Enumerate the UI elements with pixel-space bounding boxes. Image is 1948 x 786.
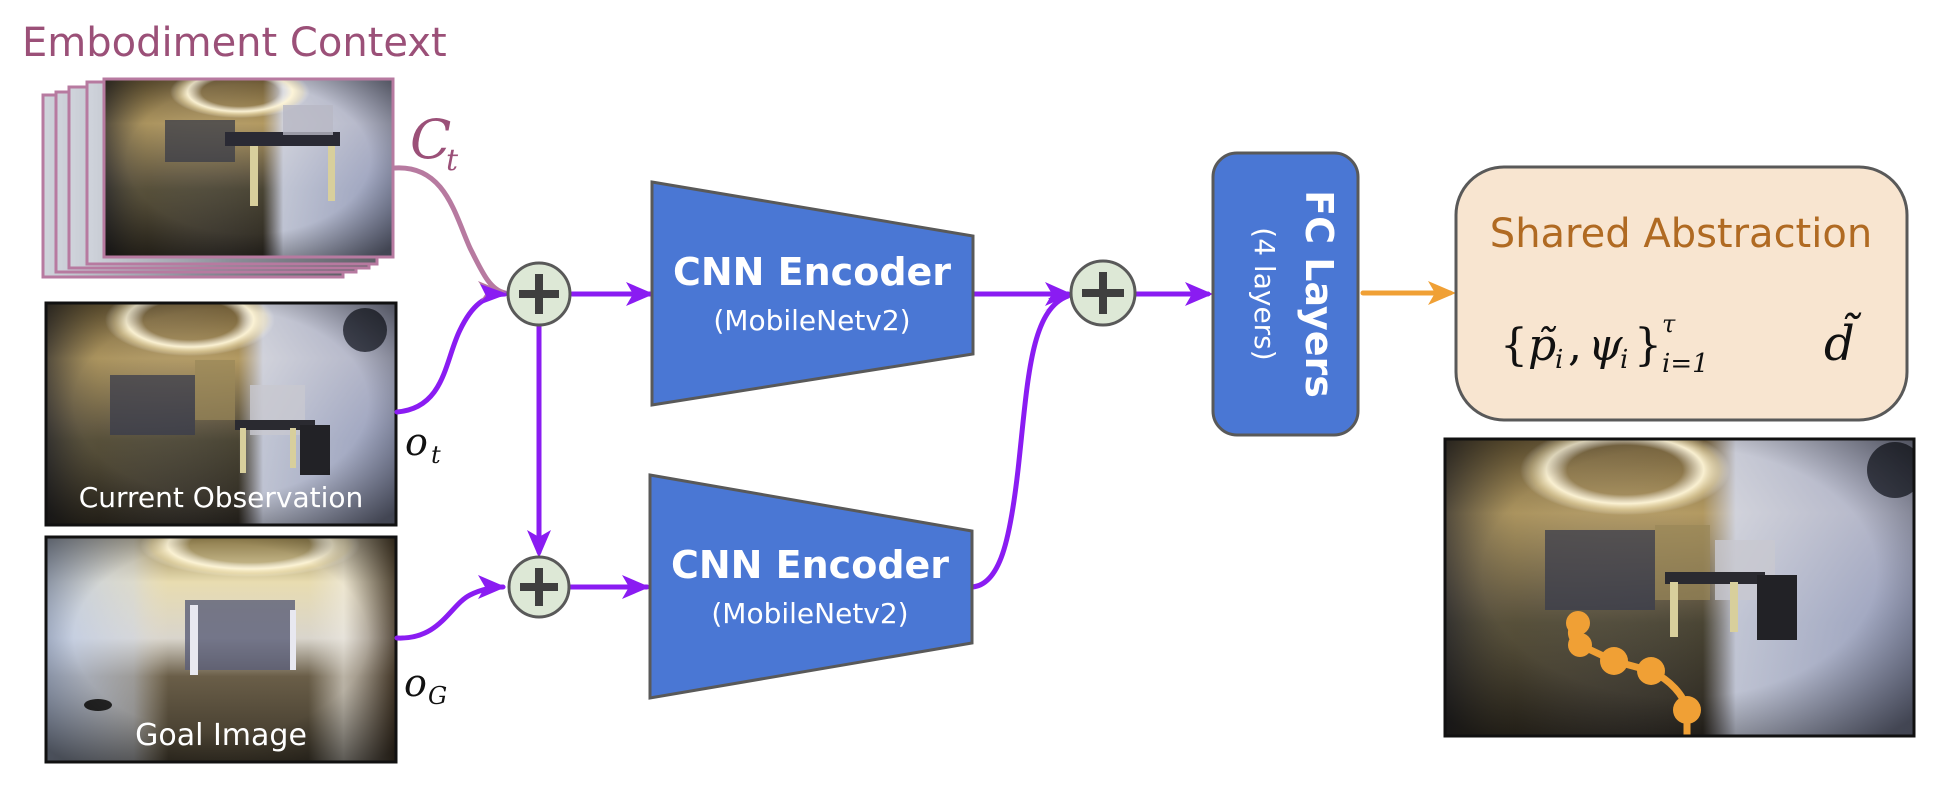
- sum-node-input: [506, 261, 572, 327]
- waypoint: [1673, 696, 1701, 724]
- svg-text:o: o: [404, 661, 427, 705]
- svg-text:{: {: [1500, 320, 1528, 371]
- encoder2-to-sum-arrow: [969, 293, 1071, 590]
- waypoint-formula: { p̃ i , ψ i } τ i=1: [1500, 310, 1709, 379]
- arrowhead: [1042, 296, 1072, 312]
- arrowhead: [1428, 281, 1456, 305]
- arrowhead: [527, 530, 551, 558]
- observation-symbol: o t: [405, 420, 441, 469]
- shared-abstraction-title: Shared Abstraction: [1490, 211, 1872, 257]
- arrowhead: [626, 282, 654, 306]
- svg-text:C: C: [410, 108, 451, 171]
- context-frame-latest: [102, 77, 395, 259]
- svg-text:i: i: [1620, 345, 1628, 375]
- fc-title: FC Layers: [1297, 190, 1341, 398]
- prediction-image: [1443, 437, 1916, 738]
- arrowhead: [478, 575, 506, 599]
- svg-text:τ: τ: [1662, 310, 1676, 338]
- sum-node-merge: [1069, 259, 1137, 327]
- context-frame-stack: [41, 77, 395, 279]
- current-observation-image: Current Observation: [44, 301, 398, 527]
- shared-abstraction-box: Shared Abstraction { p̃ i , ψ i } τ i=1 …: [1454, 165, 1909, 422]
- waypoint: [1568, 633, 1592, 657]
- cnn-encoder-observation: CNN Encoder (MobileNetv2): [650, 180, 975, 407]
- svg-text:,: ,: [1568, 320, 1582, 371]
- arrowhead: [1185, 282, 1213, 306]
- waypoint: [1637, 657, 1665, 685]
- observation-arrow: [394, 291, 508, 415]
- context-symbol: C t: [410, 108, 459, 178]
- svg-text:}: }: [1634, 320, 1662, 371]
- fc-layers-block: FC Layers (4 layers): [1211, 151, 1360, 437]
- svg-text:i: i: [1555, 345, 1563, 375]
- svg-text:t: t: [431, 441, 441, 469]
- svg-text:G: G: [428, 682, 447, 710]
- svg-text:ψ: ψ: [1588, 320, 1623, 371]
- svg-text:t: t: [446, 143, 459, 178]
- goal-image: Goal Image: [44, 535, 398, 764]
- svg-text:i=1: i=1: [1662, 349, 1709, 379]
- svg-text:o: o: [405, 420, 428, 464]
- encoder-subtitle: (MobileNetv2): [713, 304, 910, 337]
- arrowhead: [622, 575, 650, 599]
- goal-image-caption: Goal Image: [135, 718, 307, 753]
- sum-node-goal: [507, 555, 571, 619]
- embodiment-context-title: Embodiment Context: [22, 20, 447, 66]
- waypoint: [1566, 611, 1590, 635]
- fc-subtitle: (4 layers): [1248, 227, 1281, 360]
- encoder-title: CNN Encoder: [671, 543, 949, 587]
- current-observation-caption: Current Observation: [79, 481, 364, 514]
- context-arrow: [392, 165, 508, 296]
- svg-text:p̃: p̃: [1528, 320, 1557, 371]
- waypoint: [1600, 647, 1628, 675]
- cnn-encoder-goal: CNN Encoder (MobileNetv2): [648, 473, 974, 700]
- arrowhead: [476, 284, 508, 306]
- goal-symbol: o G: [404, 661, 447, 710]
- encoder-title: CNN Encoder: [673, 250, 951, 294]
- encoder-subtitle: (MobileNetv2): [711, 597, 908, 630]
- predicted-trajectory: [1566, 611, 1701, 735]
